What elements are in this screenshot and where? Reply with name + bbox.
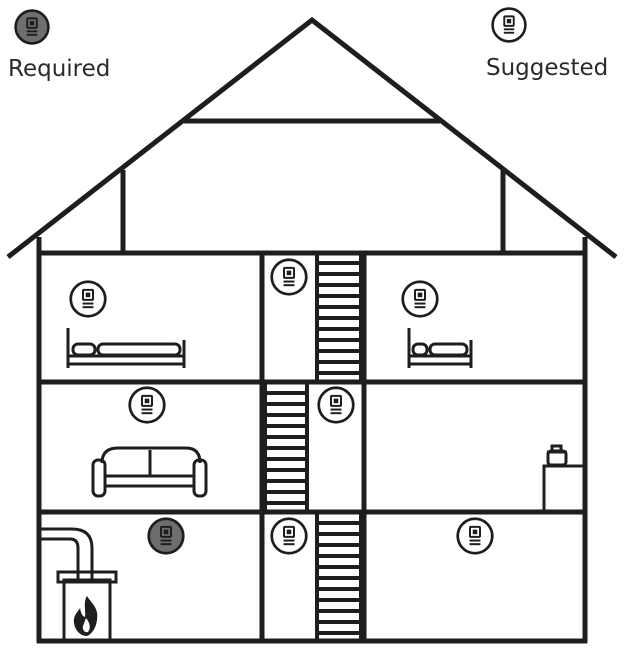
- stairs-main: [265, 382, 307, 512]
- smoke-detector-icon: [458, 519, 493, 554]
- smoke-detector-icon: [71, 282, 106, 317]
- smoke-detector-icon: [272, 519, 307, 554]
- legend-suggested-label: Suggested: [486, 57, 608, 80]
- smoke-detector-icon: [130, 388, 165, 423]
- legend-required-icon: [16, 11, 49, 44]
- bed-icon: [68, 328, 184, 368]
- smoke-detector-icon: [149, 519, 184, 554]
- bed-icon: [409, 328, 471, 368]
- sofa-icon: [93, 448, 206, 496]
- legend-required-label: Required: [8, 58, 110, 81]
- stove-icon: [544, 446, 587, 510]
- smoke-detector-icon: [403, 282, 438, 317]
- smoke-detector-icon: [272, 260, 307, 295]
- smoke-detector-icon: [319, 388, 354, 423]
- stairs-upper: [317, 253, 361, 382]
- flame-icon: [74, 596, 97, 636]
- stairs-basement: [317, 512, 361, 641]
- legend-suggested-icon: [493, 9, 526, 42]
